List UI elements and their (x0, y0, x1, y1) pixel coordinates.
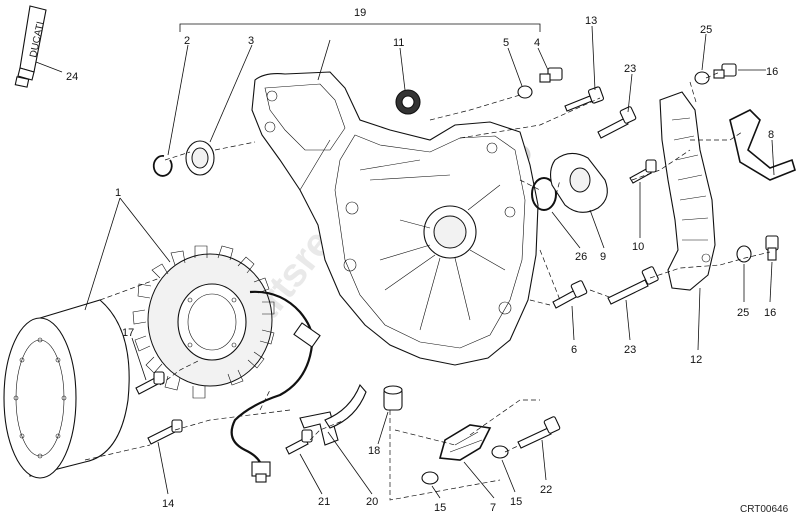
inspection-cover (549, 152, 608, 213)
mounting-bracket (659, 91, 716, 291)
generator-cover (251, 71, 539, 366)
bearing (185, 140, 215, 176)
label-19: 19 (354, 7, 366, 19)
label-24: 24 (66, 71, 78, 83)
cable-guide (324, 383, 367, 429)
spacer (383, 385, 403, 411)
label-3: 3 (248, 35, 254, 47)
washer-25-bottom (736, 245, 752, 263)
label-25-top: 25 (700, 24, 712, 36)
label-4: 4 (534, 37, 540, 49)
oil-seal (395, 89, 421, 115)
bolt-23-lower (607, 266, 659, 305)
label-8: 8 (768, 129, 774, 141)
label-23-bottom: 23 (624, 344, 636, 356)
label-12: 12 (690, 354, 702, 366)
label-5: 5 (503, 37, 509, 49)
label-7: 7 (490, 502, 496, 514)
label-9: 9 (600, 251, 606, 263)
label-22: 22 (540, 484, 552, 496)
label-11: 11 (393, 37, 404, 49)
cable-holder (438, 424, 492, 461)
bolt-4 (539, 67, 563, 83)
label-17: 17 (122, 327, 134, 339)
label-15-right: 15 (510, 496, 522, 508)
label-21: 21 (318, 496, 330, 508)
washer-25-top (694, 71, 710, 85)
stator (132, 245, 275, 399)
reference-lines (84, 71, 771, 501)
bolt-14 (147, 419, 183, 445)
bolt-16-bottom (765, 235, 779, 261)
washer-15-left (421, 471, 439, 485)
label-1: 1 (115, 187, 121, 199)
label-13: 13 (585, 15, 597, 27)
label-23-top: 23 (624, 63, 636, 75)
label-18: 18 (368, 445, 380, 457)
label-26: 26 (575, 251, 587, 263)
label-15-left: 15 (434, 502, 446, 514)
label-16-top: 16 (766, 66, 778, 78)
label-14: 14 (162, 498, 174, 510)
leader-lines (35, 25, 775, 499)
label-6: 6 (571, 344, 577, 356)
bolt-17 (135, 371, 165, 395)
washer-15-right (491, 445, 509, 459)
grease-tube: DUCATI (14, 5, 47, 88)
bolt-16-top (713, 63, 737, 79)
label-2: 2 (184, 35, 190, 47)
bolt-21 (285, 429, 313, 455)
label-20: 20 (366, 496, 378, 508)
wire-bracket (729, 109, 796, 181)
label-25-bottom: 25 (737, 307, 749, 319)
diagram-reference-code: CRT00646 (740, 504, 789, 515)
label-10: 10 (632, 241, 644, 253)
flywheel-rotor (3, 299, 130, 479)
bolt-22 (517, 416, 561, 449)
stator-wire (230, 290, 321, 483)
part-labels: 1 2 3 4 5 6 7 8 9 10 11 12 13 14 15 15 1… (66, 7, 789, 515)
bolt-6 (552, 280, 588, 309)
bolt-23-upper (597, 106, 637, 139)
bolt-13 (564, 86, 605, 112)
label-16-bottom: 16 (764, 307, 776, 319)
washer (517, 85, 533, 99)
group-bracket-19 (179, 23, 541, 32)
circlip (152, 155, 173, 177)
